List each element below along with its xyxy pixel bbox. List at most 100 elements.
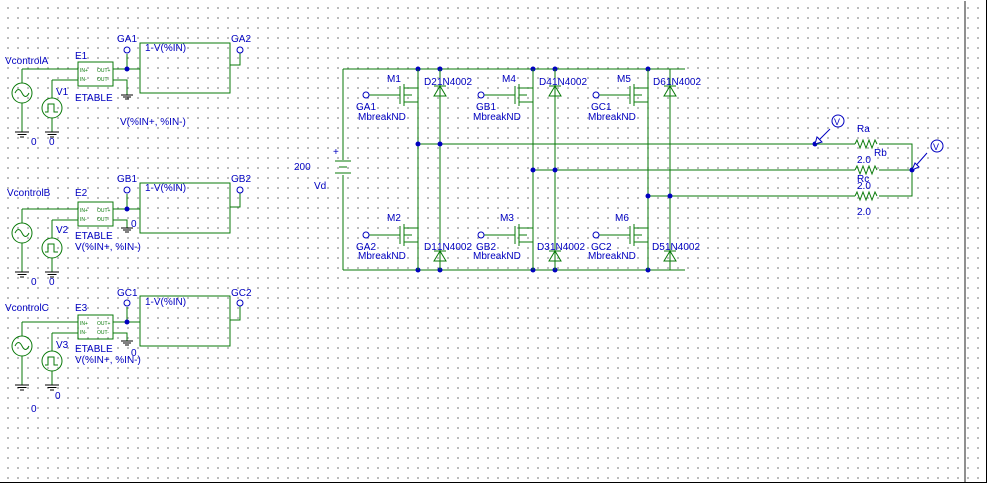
abm-inverter-block-a[interactable]	[139, 42, 231, 94]
gate-pin-gc2[interactable]	[592, 231, 600, 239]
source-label-vcontrol-b[interactable]: VcontrolB	[7, 188, 51, 199]
diode-part-d2: 1N4002	[437, 77, 472, 88]
pulse-source-label-v2[interactable]: V2	[56, 225, 69, 236]
mosfet-m3[interactable]	[514, 224, 533, 246]
control-section-b: VcontrolB E2 GB1 GB2 1-V(%IN) V2 ETABLE …	[7, 174, 251, 288]
control-section-a: VcontrolA E1 GA1 GA2 1-V(%IN) V1 ETABLE …	[5, 34, 251, 148]
control-section-c: VcontrolC E3 GC1 GC2 1-V(%IN) V3 ETABLE …	[5, 288, 252, 415]
inverter-expr-b: 1-V(%IN)	[145, 183, 186, 194]
offpage-connector-ga1[interactable]	[123, 46, 131, 54]
svg-text:IN+: IN+	[80, 68, 88, 74]
ground-label-b2: 0	[49, 277, 55, 288]
diode-part-d6: 1N4002	[666, 77, 701, 88]
diode-part-d3: 1N4002	[550, 242, 585, 253]
etable-label-e1[interactable]: E1	[75, 51, 88, 62]
inverter-expr-c: 1-V(%IN)	[145, 297, 186, 308]
ground-symbol	[121, 340, 133, 346]
source-label-vcontrol-a[interactable]: VcontrolA	[5, 56, 49, 67]
pulse-source-v3[interactable]	[41, 350, 63, 372]
offpage-connector-gc1[interactable]	[123, 299, 131, 307]
ground-symbol	[45, 131, 59, 138]
svg-text:0: 0	[131, 348, 137, 359]
diode-d6[interactable]	[663, 85, 677, 97]
resistor-value-rb: 2.0	[857, 181, 871, 192]
mosfet-m6[interactable]	[629, 224, 648, 246]
ground-symbol	[15, 271, 29, 278]
mosfet-m5[interactable]	[629, 84, 648, 106]
pulse-source-v2[interactable]	[41, 237, 63, 259]
resistor-rc[interactable]	[854, 190, 878, 202]
gate-label-ga2[interactable]: GA2	[231, 34, 251, 45]
gate-label-ga1[interactable]: GA1	[117, 34, 137, 45]
svg-text:OUT-: OUT-	[97, 217, 109, 223]
pulse-source-label-v1[interactable]: V1	[56, 87, 69, 98]
voltage-probe-icon[interactable]	[831, 114, 845, 128]
gate-label-gb1[interactable]: GB1	[117, 174, 137, 185]
gate-pin-ga1[interactable]	[362, 91, 370, 99]
voltage-probe-icon[interactable]	[930, 139, 944, 153]
diode-label-d1[interactable]: D1	[424, 242, 437, 253]
pulse-wave-icon	[45, 243, 58, 253]
ground-label-c1: 0	[31, 404, 37, 415]
gate-pin-ga2[interactable]	[362, 231, 370, 239]
diode-label-d3[interactable]: D3	[537, 242, 550, 253]
pulse-source-v1[interactable]	[41, 97, 63, 119]
diode-label-d6[interactable]: D6	[653, 77, 666, 88]
resistor-rb[interactable]	[854, 164, 878, 176]
resistor-label-rc[interactable]: Rc	[857, 174, 869, 185]
supply-name[interactable]: Vd	[314, 181, 326, 192]
abm-inverter-block-b[interactable]	[139, 182, 231, 234]
diode-label-d4[interactable]: D4	[539, 77, 552, 88]
etable-block-e1[interactable]	[77, 61, 114, 87]
etable-label-e3[interactable]: E3	[75, 303, 88, 314]
dc-supply-vd[interactable]	[335, 160, 351, 174]
mosfet-label-m4[interactable]: M4	[502, 74, 516, 85]
gate-pin-gb2[interactable]	[477, 231, 485, 239]
gate-label-gc2-power: GC2	[591, 242, 612, 253]
mosfet-label-m2[interactable]: M2	[387, 213, 401, 224]
resistor-label-rb[interactable]: Rb	[874, 148, 887, 159]
inverter-expr-a: 1-V(%IN)	[145, 43, 186, 54]
diode-d4[interactable]	[548, 85, 562, 97]
offpage-connector-gc2[interactable]	[236, 299, 244, 307]
gate-label-gb2[interactable]: GB2	[231, 174, 251, 185]
pulse-source-label-v3[interactable]: V3	[56, 340, 69, 351]
diode-label-d5[interactable]: D5	[652, 242, 665, 253]
abm-inverter-block-c[interactable]	[139, 295, 231, 347]
model-label-m5: MbreakND	[588, 112, 636, 123]
resistor-label-ra[interactable]: Ra	[857, 124, 870, 135]
mosfet-label-m6[interactable]: M6	[615, 213, 629, 224]
offpage-connector-ga2[interactable]	[236, 46, 244, 54]
mosfet-label-m5[interactable]: M5	[617, 74, 631, 85]
etable-label-e2[interactable]: E2	[75, 188, 88, 199]
offpage-connector-gb1[interactable]	[123, 186, 131, 194]
diode-d1[interactable]	[433, 250, 447, 262]
diode-d5[interactable]	[663, 250, 677, 262]
diode-label-d2[interactable]: D2	[424, 77, 437, 88]
resistor-ra[interactable]	[854, 138, 878, 150]
svg-text:V: V	[933, 142, 939, 152]
model-label-m1: MbreakND	[358, 112, 406, 123]
svg-text:IN-: IN-	[80, 330, 87, 336]
mosfet-m4[interactable]	[514, 84, 533, 106]
gate-pin-gc1[interactable]	[592, 91, 600, 99]
gate-label-gc1-power: GC1	[591, 102, 612, 113]
mosfet-label-m3[interactable]: M3	[500, 213, 514, 224]
gate-label-gc1[interactable]: GC1	[117, 288, 138, 299]
diode-d2[interactable]	[433, 85, 447, 97]
mosfet-m2[interactable]	[399, 224, 418, 246]
gate-pin-gb1[interactable]	[477, 91, 485, 99]
etable-block-e3[interactable]	[77, 314, 114, 340]
etable-type-e3: ETABLE	[75, 344, 113, 355]
offpage-connector-gb2[interactable]	[236, 186, 244, 194]
diode-part-d1: 1N4002	[437, 242, 472, 253]
mosfet-m1[interactable]	[399, 84, 418, 106]
mosfet-label-m1[interactable]: M1	[387, 74, 401, 85]
gate-label-gb1-power: GB1	[476, 102, 496, 113]
gate-label-gc2[interactable]: GC2	[231, 288, 252, 299]
source-label-vcontrol-c[interactable]: VcontrolC	[5, 303, 49, 314]
diode-d3[interactable]	[548, 250, 562, 262]
etable-block-e2[interactable]	[77, 201, 114, 227]
